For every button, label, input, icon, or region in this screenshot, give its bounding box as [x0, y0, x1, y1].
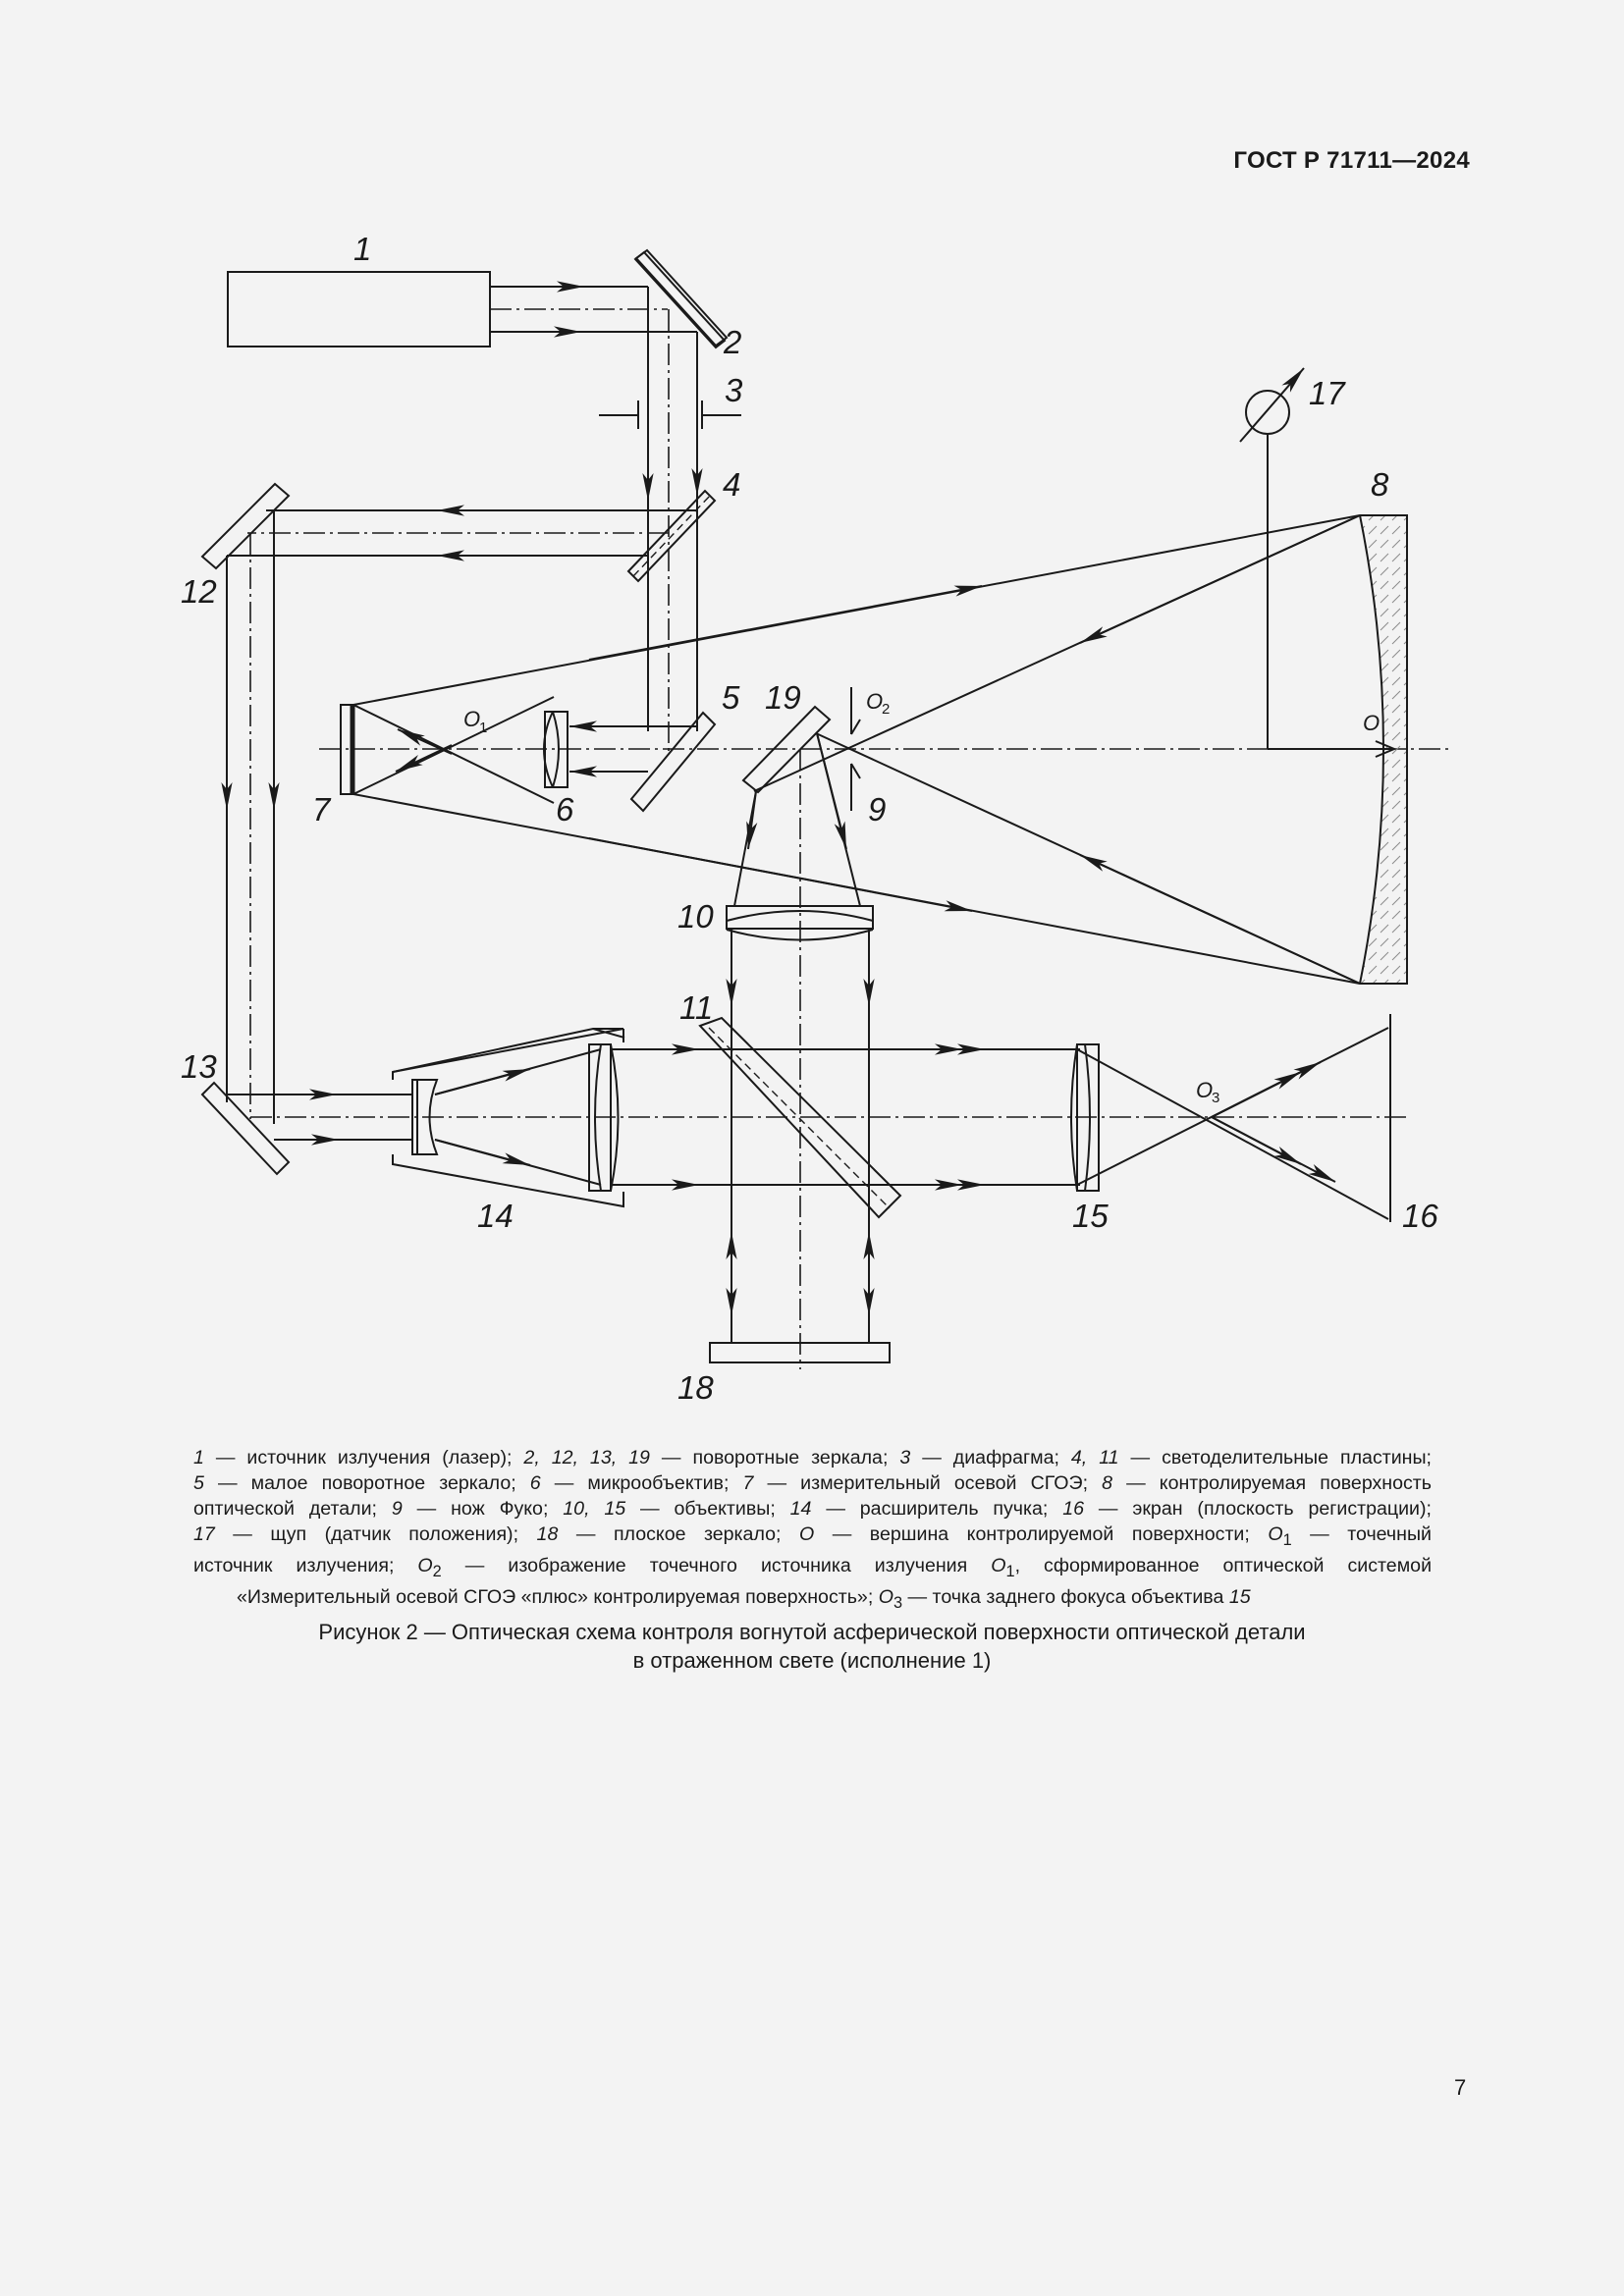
- figure-legend: 1 — источник излучения (лазер); 2, 12, 1…: [193, 1445, 1432, 1616]
- beam-expander-housing-top: [392, 1027, 625, 1080]
- legend-line: 17 — щуп (датчик положения); 18 — плоско…: [193, 1523, 1432, 1549]
- label-3: 3: [725, 372, 743, 408]
- mirror-19: [741, 705, 832, 794]
- small-mirror-5: [629, 711, 717, 813]
- label-point-O2: O: [866, 689, 883, 714]
- label-12: 12: [181, 573, 217, 610]
- label-10: 10: [677, 898, 714, 934]
- label-13: 13: [181, 1048, 217, 1085]
- legend-line: 1 — источник излучения (лазер); 2, 12, 1…: [193, 1447, 1433, 1468]
- label-16: 16: [1402, 1198, 1438, 1234]
- legend-line: оптической детали; 9 — нож Фуко; 10, 15 …: [193, 1498, 1432, 1520]
- mirror-12: [200, 482, 291, 570]
- figure-caption: Рисунок 2 — Оптическая схема контроля во…: [0, 1618, 1624, 1675]
- label-4: 4: [723, 466, 740, 503]
- beamsplitter-4: [626, 489, 717, 583]
- label-11: 11: [679, 989, 713, 1026]
- flat-mirror-18: [709, 1342, 891, 1363]
- label-5: 5: [722, 679, 740, 716]
- legend-line: 5 — малое поворотное зеркало; 6 — микроо…: [193, 1472, 1432, 1494]
- beamsplitter-11: [698, 1016, 902, 1219]
- optical-scheme-figure: 1 2 3 4 5 6 7 8 9 10 11 12 13 14 15 16 1…: [181, 231, 1448, 1406]
- page-number: 7: [1454, 2075, 1467, 2100]
- label-9: 9: [868, 791, 886, 828]
- objective-15: [1076, 1043, 1100, 1192]
- objective-10: [726, 905, 874, 930]
- mirror-13: [200, 1081, 291, 1176]
- legend-line: «Измерительный осевой СГОЭ «плюс» контро…: [237, 1585, 1251, 1612]
- label-2: 2: [723, 324, 741, 360]
- label-point-O1-sub: 1: [479, 720, 487, 736]
- label-point-O2-sub: 2: [882, 701, 890, 718]
- label-19: 19: [765, 679, 801, 716]
- standard-number-header: ГОСТ Р 71711—2024: [1233, 147, 1470, 174]
- label-1: 1: [353, 231, 371, 267]
- label-17: 17: [1309, 375, 1346, 411]
- label-6: 6: [556, 791, 574, 828]
- legend-line: источник излучения; O2 — изображение точ…: [193, 1554, 1433, 1580]
- caption-line-1: Рисунок 2 — Оптическая схема контроля во…: [318, 1620, 1306, 1644]
- label-point-O3: O: [1196, 1078, 1213, 1102]
- label-15: 15: [1072, 1198, 1109, 1234]
- label-point-O1: O: [463, 707, 480, 731]
- label-18: 18: [677, 1369, 714, 1406]
- label-8: 8: [1371, 466, 1389, 503]
- caption-line-2: в отраженном свете (исполнение 1): [632, 1648, 992, 1673]
- label-point-O: O: [1363, 711, 1380, 735]
- label-14: 14: [477, 1198, 514, 1234]
- label-point-O3-sub: 3: [1212, 1090, 1219, 1106]
- laser-source: [227, 271, 491, 347]
- label-7: 7: [312, 791, 332, 828]
